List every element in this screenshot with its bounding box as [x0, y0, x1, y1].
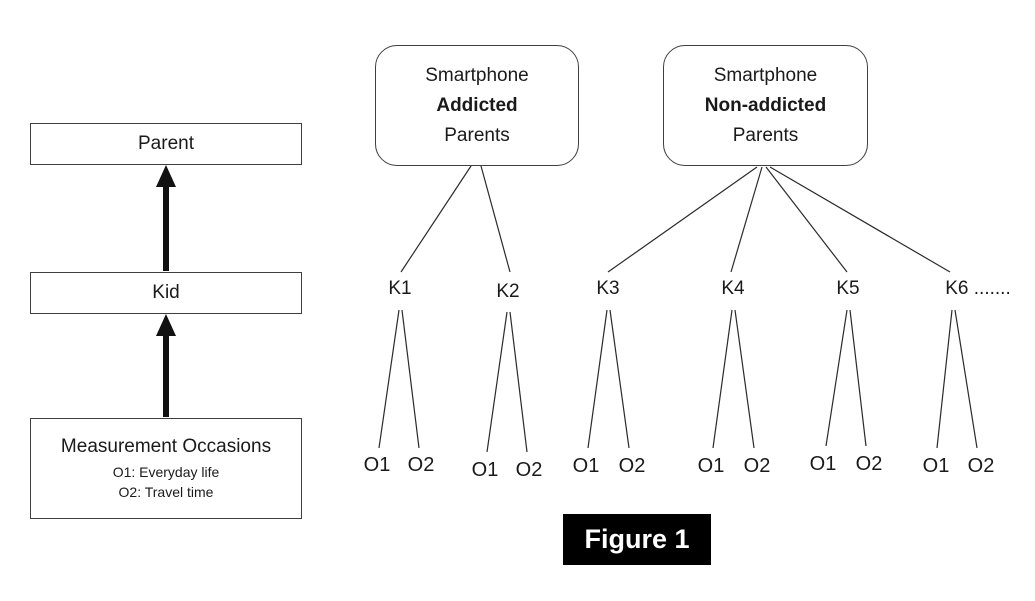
kid-label: Kid	[152, 282, 180, 303]
o1-label-k1: O1	[363, 454, 391, 476]
up-arrow-kid-to-parent	[156, 165, 176, 271]
measurement-title: Measurement Occasions	[60, 435, 272, 457]
o2-label-k4: O2	[743, 455, 771, 477]
nonaddicted-line2: Non-addicted	[704, 94, 827, 116]
measurement-occasions-box: Measurement Occasions O1: Everyday life …	[30, 418, 302, 519]
nonaddicted-line1: Smartphone	[713, 64, 818, 86]
group-to-kid-lines	[400, 165, 951, 273]
up-arrow-measure-to-kid	[156, 314, 176, 417]
smartphone-addicted-parents-box: Smartphone Addicted Parents	[375, 45, 579, 166]
kid-to-occasion-lines	[378, 309, 978, 453]
kid-node-k6: K6 .......	[945, 278, 1011, 299]
parent-label: Parent	[138, 133, 194, 154]
kid-node-k5: K5	[836, 278, 860, 299]
o1-label-k5: O1	[809, 453, 837, 475]
kid-node-k3: K3	[596, 278, 620, 299]
kid-node-k4: K4	[721, 278, 745, 299]
o1-label-k3: O1	[572, 455, 600, 477]
o2-label-k3: O2	[618, 455, 646, 477]
parent-box: Parent	[30, 123, 302, 165]
o1-label-k2: O1	[471, 459, 499, 481]
smartphone-nonaddicted-parents-box: Smartphone Non-addicted Parents	[663, 45, 868, 166]
o2-label-k5: O2	[855, 453, 883, 475]
o2-label-k1: O2	[407, 454, 435, 476]
addicted-line1: Smartphone	[425, 64, 529, 86]
measurement-o1-desc: O1: Everyday life	[112, 463, 220, 480]
figure-caption-text: Figure 1	[584, 524, 690, 554]
addicted-line3: Parents	[444, 124, 510, 146]
measurement-o2-desc: O2: Travel time	[118, 483, 214, 500]
nonaddicted-line3: Parents	[732, 124, 799, 146]
kid-node-k2: K2	[496, 281, 520, 302]
addicted-line2: Addicted	[436, 94, 518, 116]
o2-label-k2: O2	[515, 459, 543, 481]
figure-caption: Figure 1	[563, 514, 711, 565]
kid-node-k1: K1	[388, 278, 412, 299]
o1-label-k6: O1	[922, 455, 950, 477]
kid-box: Kid	[30, 272, 302, 314]
o2-label-k6: O2	[967, 455, 995, 477]
o1-label-k4: O1	[697, 455, 725, 477]
